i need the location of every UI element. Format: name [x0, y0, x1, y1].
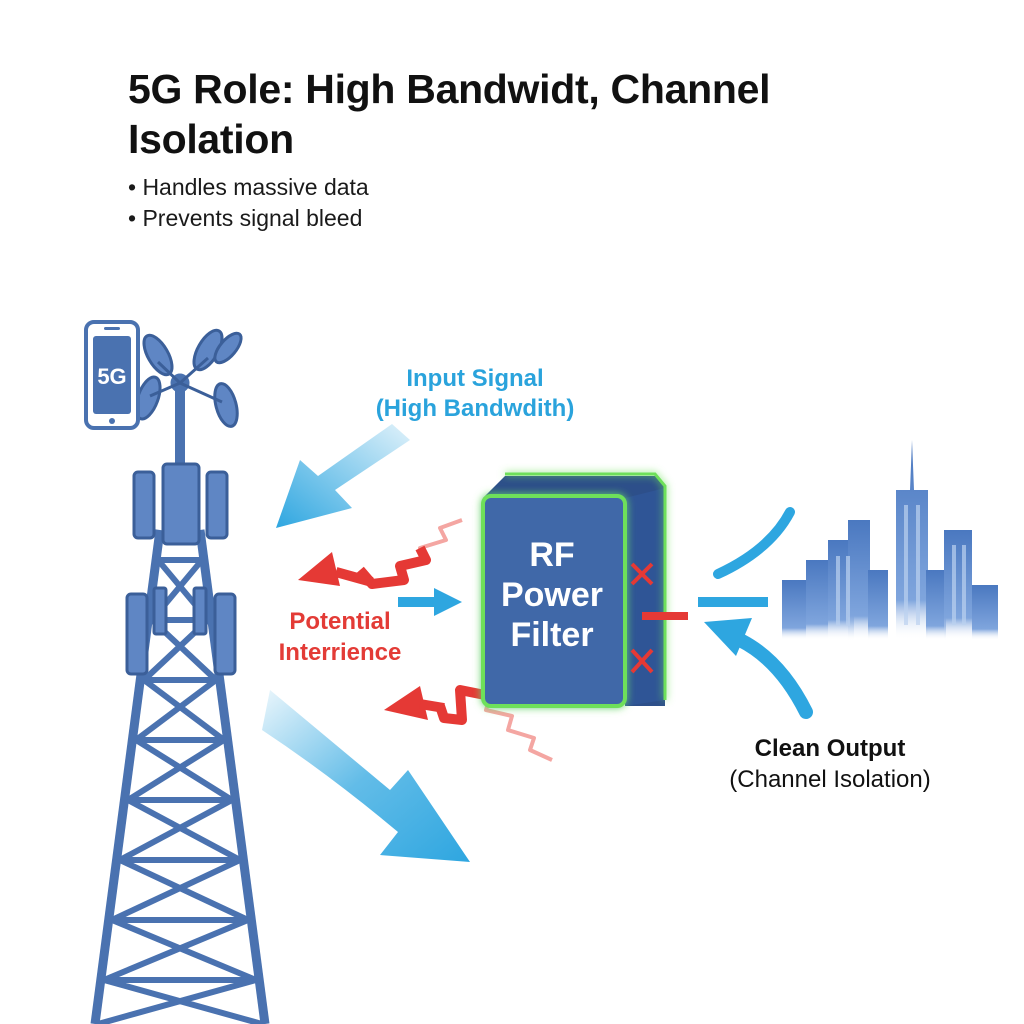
- big-input-signal-arrow: [276, 424, 410, 528]
- bullet-item: • Handles massive data: [128, 174, 369, 200]
- blocked-x-lower-icon: [630, 648, 654, 674]
- interference-subtitle: Interrience: [278, 639, 402, 666]
- tower-dish-antennas: [134, 328, 243, 428]
- phone-5g-label: 5G: [97, 364, 127, 389]
- filter-label: RF Power Filter: [487, 535, 617, 655]
- clean-output-arrows: [698, 507, 813, 719]
- rf-filter-box: [481, 472, 667, 708]
- interference-label: Potential Interrience: [240, 606, 440, 668]
- big-downward-signal-arrow: [262, 690, 470, 862]
- filter-label-line3: Filter: [510, 616, 594, 654]
- input-signal-subtitle: (High Bandwdith): [375, 395, 575, 422]
- filter-label-line1: RF: [529, 536, 575, 574]
- clean-output-title: Clean Output: [754, 735, 906, 762]
- small-input-arrow: [398, 588, 462, 616]
- clean-output-subtitle: (Channel Isolation): [729, 766, 931, 793]
- page-title: 5G Role: High Bandwidt, Channel Isolatio…: [128, 66, 771, 162]
- bullet-item: • Prevents signal bleed: [128, 205, 363, 231]
- interference-title: Potential: [289, 608, 391, 635]
- city-windows: [836, 505, 966, 626]
- blocked-x-upper-icon: [630, 562, 654, 586]
- tower-antenna-panels: [125, 462, 237, 676]
- input-signal-title: Input Signal: [406, 365, 544, 392]
- interference-bolt-upper: [298, 518, 463, 589]
- filter-label-line2: Power: [500, 576, 604, 614]
- bullet-list: • Handles massive data • Prevents signal…: [128, 172, 369, 234]
- cell-tower: [90, 373, 270, 1024]
- phone-icon: [84, 320, 140, 430]
- clean-output-label: Clean Output (Channel Isolation): [700, 733, 960, 795]
- input-signal-label: Input Signal (High Bandwdith): [340, 364, 610, 424]
- output-port-red: [642, 612, 688, 620]
